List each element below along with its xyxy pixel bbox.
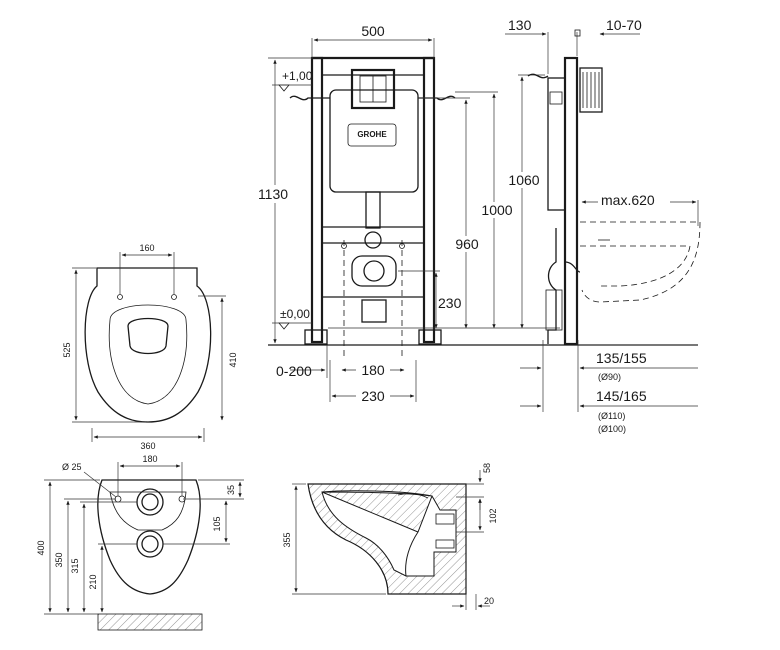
dim-pipes: 135/155 (Ø90) 145/165 (Ø110) (Ø100): [520, 340, 698, 434]
dim-102-label: 102: [488, 508, 498, 523]
installation-frame-side-view: max.620: [527, 56, 701, 346]
dim-dia110-label: (Ø110): [598, 411, 625, 421]
level-top-label: +1,00: [282, 69, 313, 83]
dim-400-label: 400: [36, 540, 46, 555]
dim-355-label: 355: [282, 532, 292, 547]
dim-160-label: 160: [139, 243, 154, 253]
level-markers: +1,00 ±0,00: [272, 69, 313, 330]
dim-58-label: 58: [482, 463, 492, 473]
bowl-side-view: 355 58 102 20: [282, 463, 498, 610]
dim-135-155-label: 135/155: [596, 350, 647, 366]
bowl-top-view: 160 525 410 360: [62, 243, 238, 451]
dim-wall: 130 10-70: [505, 17, 642, 74]
dim-525-label: 525: [62, 342, 72, 357]
dim-1130-label: 1130: [258, 186, 288, 202]
dim-dia100-label: (Ø100): [598, 424, 626, 434]
dim-210-label: 210: [88, 574, 98, 589]
dim-max620-label: max.620: [601, 192, 655, 208]
dim-bottom: 0-200 180 230: [276, 345, 417, 404]
dim-20-label: 20: [484, 596, 494, 606]
grohe-logo: GROHE: [357, 130, 387, 139]
dim-dia90-label: (Ø90): [598, 372, 621, 382]
dim-315-label: 315: [70, 558, 80, 573]
bowl-rear-view: 180 Ø 25 400 350 315 210 35 105: [36, 454, 244, 631]
dim-410-label: 410: [228, 352, 238, 367]
installation-frame-front-view: GROHE: [268, 56, 698, 360]
dim-35-label: 35: [226, 485, 236, 495]
dim-top-width: 500: [311, 23, 435, 58]
dim-350-label: 350: [54, 552, 64, 567]
dim-145-165-label: 145/165: [596, 388, 647, 404]
dim-10-70-label: 10-70: [606, 17, 642, 33]
dim-960-label: 960: [455, 236, 479, 252]
dim-230-height-label: 230: [438, 295, 462, 311]
dim-1060-label: 1060: [508, 172, 539, 188]
dim-0-200-label: 0-200: [276, 363, 312, 379]
dim-180-label: 180: [361, 362, 385, 378]
dim-130-label: 130: [508, 17, 532, 33]
level-zero-label: ±0,00: [280, 307, 310, 321]
dim-360-label: 360: [140, 441, 155, 451]
dim-dia25-label: Ø 25: [62, 462, 82, 472]
dim-230-width-label: 230: [361, 388, 385, 404]
dim-frame-height: 1130: [252, 57, 312, 344]
dim-1000-label: 1000: [481, 202, 512, 218]
dim-105-label: 105: [212, 516, 222, 531]
dim-rear-180-label: 180: [142, 454, 157, 464]
dim-heights: 960 1000 1060 230: [328, 74, 560, 329]
dim-500-label: 500: [361, 23, 385, 39]
